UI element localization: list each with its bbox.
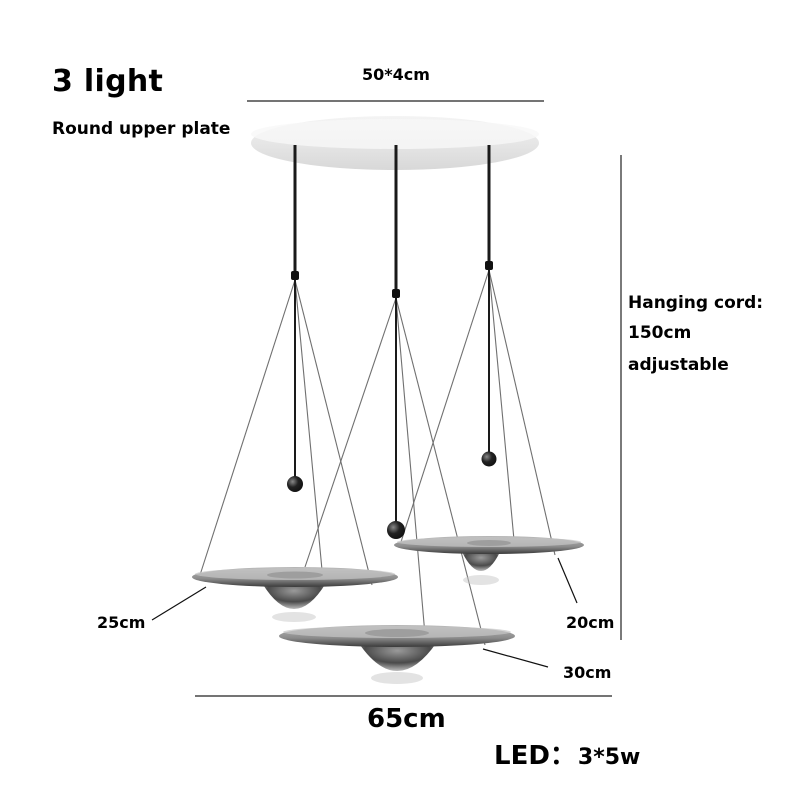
connectors <box>291 261 493 298</box>
led-value: 3*5w <box>577 745 641 770</box>
led-spec: LED：3*5w <box>494 735 640 772</box>
shade-right <box>394 536 584 585</box>
leader-lines <box>151 557 578 668</box>
right-shade-diameter: 20cm <box>566 613 615 632</box>
led-label: LED： <box>494 741 576 771</box>
overall-width: 65cm <box>367 704 446 734</box>
shade-left <box>192 567 398 622</box>
drop-cords <box>294 270 490 522</box>
product-title: 3 light <box>52 64 164 99</box>
hanging-cord-length: 150cm <box>628 323 692 343</box>
ceiling-plate <box>251 116 539 170</box>
hanging-cord-label: Hanging cord: <box>628 293 764 313</box>
left-shade-diameter: 25cm <box>97 613 146 632</box>
shade-front <box>279 625 515 684</box>
rods <box>293 145 491 293</box>
front-shade-diameter: 30cm <box>563 663 612 682</box>
hanging-cord-note: adjustable <box>628 355 729 375</box>
plate-dimension: 50*4cm <box>362 65 430 84</box>
pendant-balls <box>287 451 497 539</box>
suspension-wires <box>199 269 556 646</box>
plate-label: Round upper plate <box>52 119 231 139</box>
